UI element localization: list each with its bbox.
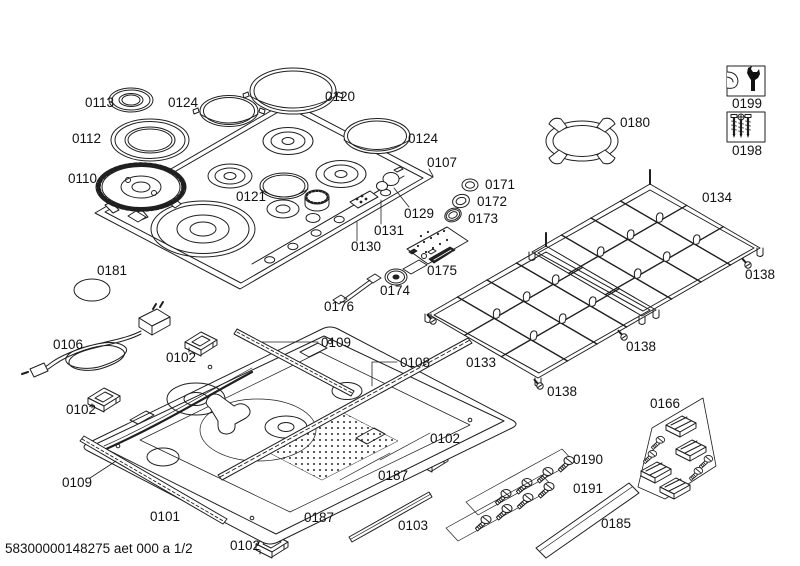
burner-cap-0121 — [259, 172, 309, 200]
part-label-0102-c: 0102 — [430, 431, 460, 446]
part-label-0124-b: 0124 — [408, 131, 439, 146]
panel-burner-ring-right — [315, 160, 367, 188]
seal-strip-0109-top — [233, 328, 355, 397]
screw-set-0190 — [465, 448, 575, 516]
part-label-0131: 0131 — [374, 223, 404, 238]
part-label-0166: 0166 — [650, 396, 680, 411]
part-label-0171: 0171 — [485, 177, 515, 192]
part-label-0199: 0199 — [732, 96, 762, 111]
part-label-0129: 0129 — [404, 206, 434, 221]
seal-strip-0108 — [217, 337, 473, 481]
part-label-0190: 0190 — [573, 452, 603, 467]
part-label-0112: 0112 — [72, 131, 101, 146]
part-label-0107: 0107 — [427, 155, 457, 170]
panel-burner-ring-left — [207, 163, 253, 189]
part-label-0130: 0130 — [351, 239, 381, 254]
panel-burner-ring-small — [266, 199, 300, 219]
screw-glyph — [737, 113, 745, 138]
part-label-0173: 0173 — [468, 211, 498, 226]
part-label-0113: 0113 — [85, 95, 114, 110]
part-label-0138-b: 0138 — [626, 339, 656, 354]
control-knob-0131 — [304, 189, 330, 223]
part-label-0102-a: 0102 — [166, 350, 196, 365]
bracket-kit-0166 — [637, 397, 717, 500]
panel-burner-ring-top — [262, 127, 314, 155]
part-label-0102-b: 0102 — [66, 402, 96, 417]
part-label-0174: 0174 — [380, 283, 411, 298]
seal-ring-0171 — [461, 178, 479, 192]
seal-strip-0109-left — [79, 435, 228, 525]
service-tools-icon — [726, 65, 766, 97]
part-label-0138-c: 0138 — [547, 384, 577, 399]
adhesive-strip-0185 — [535, 482, 640, 559]
burner-cap-0124-a — [192, 95, 266, 127]
seal-ring-0173 — [444, 207, 462, 223]
part-label-0185: 0185 — [601, 516, 631, 531]
part-label-0138-a: 0138 — [745, 267, 775, 282]
burner-ring-0112 — [110, 118, 190, 162]
screws-icon — [726, 111, 766, 143]
part-label-0101: 0101 — [150, 509, 180, 524]
part-label-0124-a: 0124 — [168, 95, 199, 110]
part-label-0109-b: 0109 — [62, 475, 92, 490]
part-label-0180: 0180 — [620, 115, 650, 130]
part-label-0198: 0198 — [732, 143, 762, 158]
part-label-0110: 0110 — [68, 171, 97, 186]
screw-glyph — [744, 114, 752, 138]
control-board-0175 — [406, 226, 469, 265]
igniter-0174 — [384, 248, 437, 286]
part-label-0176: 0176 — [324, 299, 354, 314]
seal-strip-0103 — [348, 491, 433, 543]
screw-0138 — [533, 378, 545, 391]
part-label-0181: 0181 — [97, 263, 127, 278]
screw-glyph — [730, 114, 738, 138]
part-label-0191: 0191 — [573, 481, 603, 496]
part-label-0106: 0106 — [53, 337, 83, 352]
document-code: 58300000148275 aet 000 a 1/2 — [5, 541, 193, 556]
part-label-0120: 0120 — [325, 89, 355, 104]
wok-ring-0180 — [545, 117, 619, 165]
part-label-0175: 0175 — [427, 263, 457, 278]
burner-ring-0113 — [108, 87, 154, 113]
part-label-0172: 0172 — [477, 194, 507, 209]
part-label-0133: 0133 — [466, 355, 496, 370]
part-label-0121: 0121 — [236, 189, 266, 204]
part-label-0187-b: 0187 — [304, 510, 334, 525]
screw-set-0191 — [445, 474, 555, 542]
pan-support-0133 — [424, 232, 660, 387]
panel-oval-burner — [150, 200, 256, 258]
seal-ring-0172 — [452, 193, 470, 209]
pan-support-0134 — [528, 169, 764, 325]
part-label-0187-a: 0187 — [378, 468, 408, 483]
gas-valve-0129 — [376, 166, 404, 191]
cable-0176 — [332, 273, 382, 305]
part-label-0109-a: 0109 — [321, 335, 351, 350]
burner-cap-0124-b — [343, 118, 411, 154]
part-label-0103: 0103 — [398, 518, 428, 533]
cooktop-panel — [94, 100, 434, 290]
burner-cap-0120 — [242, 67, 344, 115]
leader-lines — [89, 168, 434, 479]
power-cord-0106 — [21, 301, 171, 378]
part-label-0102-d: 0102 — [230, 538, 260, 553]
part-label-0134: 0134 — [702, 190, 733, 205]
part-label-0108: 0108 — [400, 355, 430, 370]
burner-body-0110 — [95, 162, 187, 223]
simmer-plate-0181 — [73, 278, 111, 302]
